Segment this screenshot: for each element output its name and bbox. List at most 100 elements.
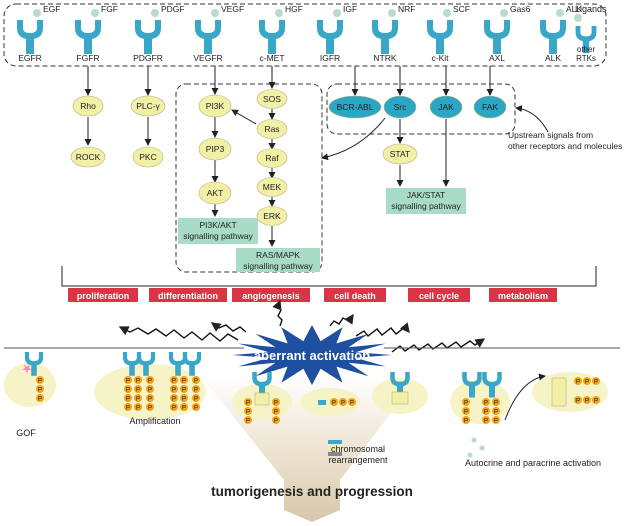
phosphate-label: P xyxy=(182,406,186,412)
gof-label: GOF xyxy=(16,428,36,438)
ligand-dot xyxy=(91,9,99,17)
phosphate-label: P xyxy=(484,410,488,416)
pi3k-node-oval xyxy=(198,181,232,205)
receptor-label: AXL xyxy=(489,53,505,63)
phosphate-label: P xyxy=(484,419,488,425)
jak-stat-pathway-box xyxy=(386,188,466,214)
phosphate-dot xyxy=(192,385,200,393)
bottom-title: tumorigenesis and progression xyxy=(211,484,413,499)
phosphate-label: P xyxy=(194,388,198,394)
phosphate-dot xyxy=(124,385,132,393)
ligand-dot xyxy=(333,9,341,17)
phosphate-dot xyxy=(146,403,154,411)
ligand-label: ALK xyxy=(566,4,582,14)
kinase-block xyxy=(551,377,567,407)
pkc-oval xyxy=(132,146,164,168)
phosphate-label: P xyxy=(136,406,140,412)
ligand-label: SCF xyxy=(453,4,470,14)
phosphate-dot xyxy=(134,394,142,402)
receptor-label: FGFR xyxy=(76,53,99,63)
outcome-badge xyxy=(232,288,310,302)
phosphate-label: P xyxy=(194,379,198,385)
ligand-dot xyxy=(556,9,564,17)
ligand-dot xyxy=(479,445,485,451)
phosphate-label: P xyxy=(341,401,345,407)
pi3k-node-oval xyxy=(198,137,232,161)
mutation-star-icon xyxy=(22,364,32,374)
ras-node-label: Ras xyxy=(264,124,279,134)
receptor-icon xyxy=(484,20,510,54)
phosphate-label: P xyxy=(594,399,598,405)
outcome-label: cell death xyxy=(334,291,376,301)
receptor-icon xyxy=(427,20,453,54)
phosphate-dot xyxy=(170,385,178,393)
cytoplasmic-kinase-box xyxy=(326,83,516,135)
receptor-icon xyxy=(462,372,482,398)
stat-label: STAT xyxy=(390,149,410,159)
ligand-label: EGF xyxy=(43,4,60,14)
receptor-label: NTRK xyxy=(373,53,396,63)
ras-node-label: ERK xyxy=(263,211,281,221)
ras-node-oval xyxy=(256,148,288,168)
receptor-icon xyxy=(317,20,343,54)
phosphate-dot xyxy=(180,403,188,411)
ras-node-label: Raf xyxy=(265,153,279,163)
phosphate-dot xyxy=(272,416,280,424)
ras-node-label: SOS xyxy=(263,94,281,104)
pi3k-node-oval xyxy=(198,94,232,118)
autocrine-arrow xyxy=(504,373,546,421)
phosphate-label: P xyxy=(136,379,140,385)
outcome-badge xyxy=(149,288,227,302)
receptor-label: c-MET xyxy=(259,53,284,63)
ligand-dot xyxy=(471,437,477,443)
receptor-label: IGFR xyxy=(320,53,340,63)
phosphate-dot xyxy=(134,403,142,411)
rock-label: ROCK xyxy=(76,152,101,162)
phosphate-label: P xyxy=(172,406,176,412)
phosphate-label: P xyxy=(464,401,468,407)
receptor-icon xyxy=(136,352,156,376)
phosphate-label: P xyxy=(576,399,580,405)
phosphate-label: P xyxy=(494,410,498,416)
phosphate-label: P xyxy=(246,401,250,407)
phosphate-dot xyxy=(180,385,188,393)
pathway-nodes: RhoROCKPLC-γPKCPI3KPIP3AKTSOSRasRafMEKER… xyxy=(70,89,507,272)
phosphate-dot xyxy=(492,416,500,424)
ligand-dot xyxy=(211,9,219,17)
phosphate-label: P xyxy=(576,380,580,386)
ras-mapk-pathway-subtitle: signalling pathway xyxy=(243,261,313,271)
receptor-icon xyxy=(390,372,410,398)
phosphate-label: P xyxy=(172,379,176,385)
fusion-gene xyxy=(328,446,342,450)
phosphate-label: P xyxy=(148,406,152,412)
phosphate-dot xyxy=(583,396,591,404)
ligands-label: Ligands xyxy=(575,4,607,14)
phosphate-label: P xyxy=(126,379,130,385)
phosphate-label: P xyxy=(246,410,250,416)
phosphate-label: P xyxy=(464,410,468,416)
phosphate-dot xyxy=(36,394,44,402)
phosphate-dot xyxy=(244,407,252,415)
phosphate-dot xyxy=(180,394,188,402)
outcome-badge xyxy=(324,288,386,302)
receptor-label: ALK xyxy=(545,53,561,63)
fusion-gene xyxy=(328,440,342,444)
ligand-label: FGF xyxy=(101,4,118,14)
receptor-icon xyxy=(75,20,101,54)
kinase-block xyxy=(254,392,270,406)
phosphate-dot xyxy=(180,376,188,384)
receptor-icon xyxy=(17,20,43,54)
autocrine-label: Autocrine and paracrine activation xyxy=(465,458,601,468)
phosphate-dot xyxy=(482,416,490,424)
receptor-icon xyxy=(182,352,202,376)
upstream-note-line1: Upstream signals from xyxy=(508,130,593,140)
ras-node-oval xyxy=(256,177,288,197)
rock-oval xyxy=(70,146,106,168)
phosphate-dot xyxy=(124,376,132,384)
phosphate-label: P xyxy=(494,401,498,407)
phosphate-dot xyxy=(492,407,500,415)
phosphate-label: P xyxy=(148,397,152,403)
phosphate-dot xyxy=(134,385,142,393)
